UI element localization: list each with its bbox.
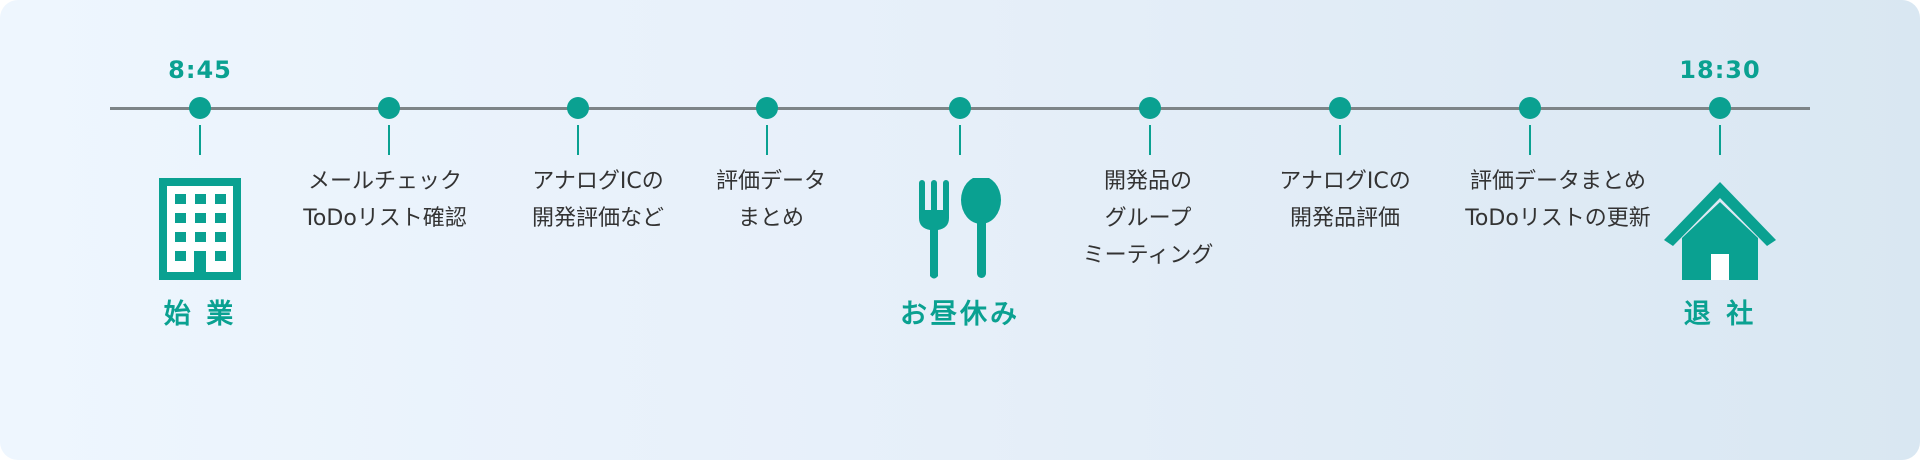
timeline-node-end bbox=[1709, 97, 1731, 119]
task-4-line1: 開発品の bbox=[1103, 169, 1192, 194]
timeline-tick-6 bbox=[1529, 125, 1531, 155]
task-3-line1: 評価データ bbox=[715, 169, 826, 194]
timeline-tick-4 bbox=[1149, 125, 1151, 155]
task-6: 評価データまとめ ToDoリストの更新 bbox=[1463, 163, 1653, 237]
task-2-line2: 開発評価など bbox=[531, 206, 664, 231]
task-6-line1: 評価データまとめ bbox=[1469, 169, 1646, 194]
task-4: 開発品の グループ ミーティング bbox=[1053, 163, 1243, 274]
task-4-line2: グループ bbox=[1104, 206, 1192, 231]
timeline-node-4 bbox=[1139, 97, 1161, 119]
timeline-tick-3 bbox=[766, 125, 768, 155]
timeline-node-5 bbox=[1329, 97, 1351, 119]
start-time: 8:45 bbox=[168, 56, 232, 84]
start-label: 始 業 bbox=[163, 299, 237, 330]
timeline-node-3 bbox=[756, 97, 778, 119]
timeline-tick-5 bbox=[1339, 125, 1341, 155]
task-3-line2: まとめ bbox=[737, 206, 804, 231]
house-icon bbox=[1660, 178, 1780, 282]
timeline-tick-2 bbox=[577, 125, 579, 155]
task-4-line3: ミーティング bbox=[1082, 243, 1214, 268]
task-2-line1: アナログICの bbox=[532, 169, 664, 194]
timeline-node-1 bbox=[378, 97, 400, 119]
timeline-node-2 bbox=[567, 97, 589, 119]
timeline-tick-start bbox=[199, 125, 201, 155]
task-6-line2: ToDoリストの更新 bbox=[1465, 206, 1651, 231]
task-1-line1: メールチェック bbox=[307, 169, 462, 194]
office-building-icon bbox=[140, 178, 260, 282]
task-2: アナログICの 開発評価など bbox=[503, 163, 693, 237]
timeline-node-6 bbox=[1519, 97, 1541, 119]
timeline-node-start bbox=[189, 97, 211, 119]
timeline-tick-lunch bbox=[959, 125, 961, 155]
timeline-tick-1 bbox=[388, 125, 390, 155]
end-time: 18:30 bbox=[1679, 56, 1761, 84]
end-label: 退 社 bbox=[1683, 299, 1757, 330]
task-1-line2: ToDoリスト確認 bbox=[303, 206, 467, 231]
timeline-node-lunch bbox=[949, 97, 971, 119]
lunch-label: お昼休み bbox=[900, 299, 1020, 330]
task-5-line2: 開発品評価 bbox=[1289, 206, 1400, 231]
task-5: アナログICの 開発品評価 bbox=[1250, 163, 1440, 237]
task-1: メールチェック ToDoリスト確認 bbox=[290, 163, 480, 237]
task-3: 評価データ まとめ bbox=[676, 163, 866, 237]
task-5-line1: アナログICの bbox=[1279, 169, 1411, 194]
fork-spoon-icon bbox=[900, 178, 1020, 282]
timeline-tick-end bbox=[1719, 125, 1721, 155]
